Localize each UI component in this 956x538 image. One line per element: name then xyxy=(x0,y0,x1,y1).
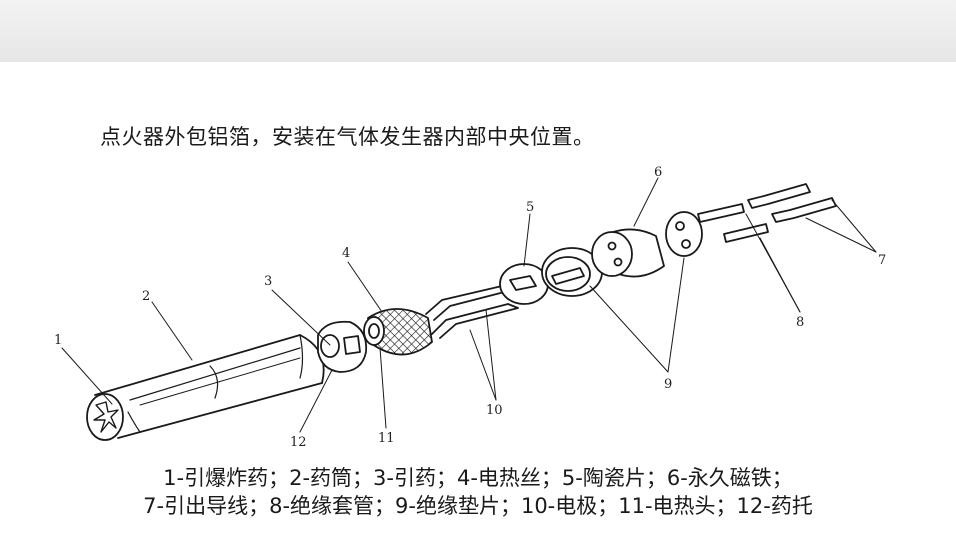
label-9: 9 xyxy=(664,377,672,392)
label-6: 6 xyxy=(654,165,662,180)
label-3: 3 xyxy=(264,274,272,289)
insulating-gasket-right xyxy=(665,211,703,257)
label-8: 8 xyxy=(796,315,804,330)
charge-tray xyxy=(317,320,368,373)
legend-line-1: 1-引爆炸药；2-药筒；3-引药；4-电热丝；5-陶瓷片；6-永久磁铁； xyxy=(163,466,793,490)
insulating-gasket-left xyxy=(541,247,603,297)
label-7: 7 xyxy=(878,253,886,268)
header-band xyxy=(0,0,956,62)
legend-line-2: 7-引出导线；8-绝缘套管；9-绝缘垫片；10-电极；11-电热头；12-药托 xyxy=(143,494,813,518)
label-4: 4 xyxy=(342,246,350,261)
intro-text: 点火器外包铝箔，安装在气体发生器内部中央位置。 xyxy=(100,125,595,149)
insulating-sleeves xyxy=(697,203,769,243)
ceramic-disc xyxy=(499,263,549,305)
permanent-magnet xyxy=(591,228,665,278)
label-1: 1 xyxy=(54,333,62,348)
lead-wires xyxy=(747,183,837,223)
cartridge-tube xyxy=(94,334,325,439)
part-number-labels: 1 2 3 4 5 6 7 8 9 10 11 12 xyxy=(54,165,886,450)
igniter-exploded-diagram: 1 2 3 4 5 6 7 8 9 10 11 12 xyxy=(54,165,886,450)
explosive-end xyxy=(86,393,124,441)
label-10: 10 xyxy=(486,403,503,418)
label-5: 5 xyxy=(526,200,534,215)
label-11: 11 xyxy=(378,431,395,446)
leader-lines xyxy=(61,177,877,433)
label-12: 12 xyxy=(290,435,307,450)
label-2: 2 xyxy=(142,289,150,304)
heating-head xyxy=(363,308,433,356)
